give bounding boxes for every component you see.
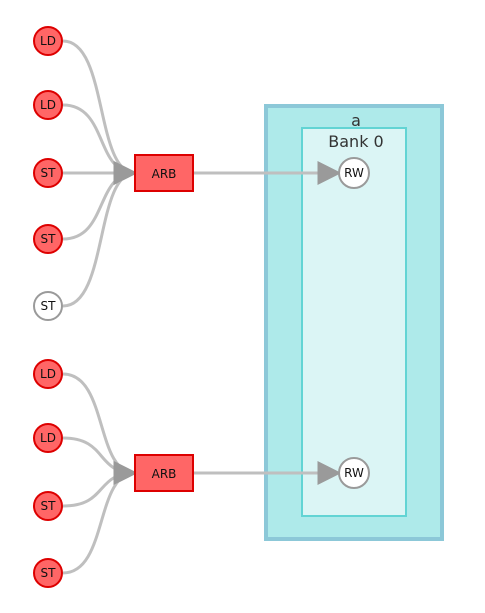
access-node-st[interactable]: ST [33,158,63,188]
arbiter-box [134,154,194,192]
access-node-label: LD [40,98,56,112]
access-node-circle [33,491,63,521]
access-node-label: LD [40,34,56,48]
access-node-label: ST [41,166,57,180]
access-node-circle [33,158,63,188]
access-node-ld[interactable]: LD [33,26,63,56]
access-node-ld[interactable]: LD [33,90,63,120]
rw-port-node[interactable]: RW [338,157,370,189]
access-edge-1-3 [62,461,138,575]
arbiter-node[interactable]: ARB [134,154,194,192]
arbiter-label: ARB [152,167,177,181]
rw-port-label: RW [344,466,364,480]
access-edge-0-1 [62,103,138,185]
access-node-ld[interactable]: LD [33,423,63,453]
access-node-st[interactable]: ST [33,224,63,254]
access-node-circle [33,291,63,321]
access-node-st[interactable]: ST [33,291,63,321]
rw-port-circle [338,457,370,489]
access-edge-1-2 [62,461,138,508]
access-edge-0-4 [62,161,138,308]
access-node-label: ST [41,232,57,246]
access-node-label: LD [40,431,56,445]
access-node-circle [33,224,63,254]
access-node-circle [33,423,63,453]
access-node-label: LD [40,367,56,381]
access-node-st[interactable]: ST [33,558,63,588]
access-node-ld[interactable]: LD [33,359,63,389]
nodes: LD LD ST ST ST ARB RW LD LD ST ST ARB RW [33,26,370,588]
access-edge-1-0 [62,372,138,485]
access-edge-0-3 [62,161,138,241]
arbiter-label: ARB [152,467,177,481]
arbiter-node[interactable]: ARB [134,454,194,492]
bank-box [301,127,407,517]
access-node-circle [33,26,63,56]
rw-port-circle [338,157,370,189]
access-node-label: ST [41,299,57,313]
arbiter-box [134,454,194,492]
rw-port-node[interactable]: RW [338,457,370,489]
access-node-circle [33,90,63,120]
access-edge-1-1 [62,436,138,485]
access-node-label: ST [41,499,57,513]
edges [62,39,342,575]
memory-name: a [351,111,361,130]
bank-label: Bank 0 [328,132,383,151]
access-node-label: ST [41,566,57,580]
access-node-circle [33,558,63,588]
rw-port-label: RW [344,166,364,180]
access-node-circle [33,359,63,389]
access-node-st[interactable]: ST [33,491,63,521]
